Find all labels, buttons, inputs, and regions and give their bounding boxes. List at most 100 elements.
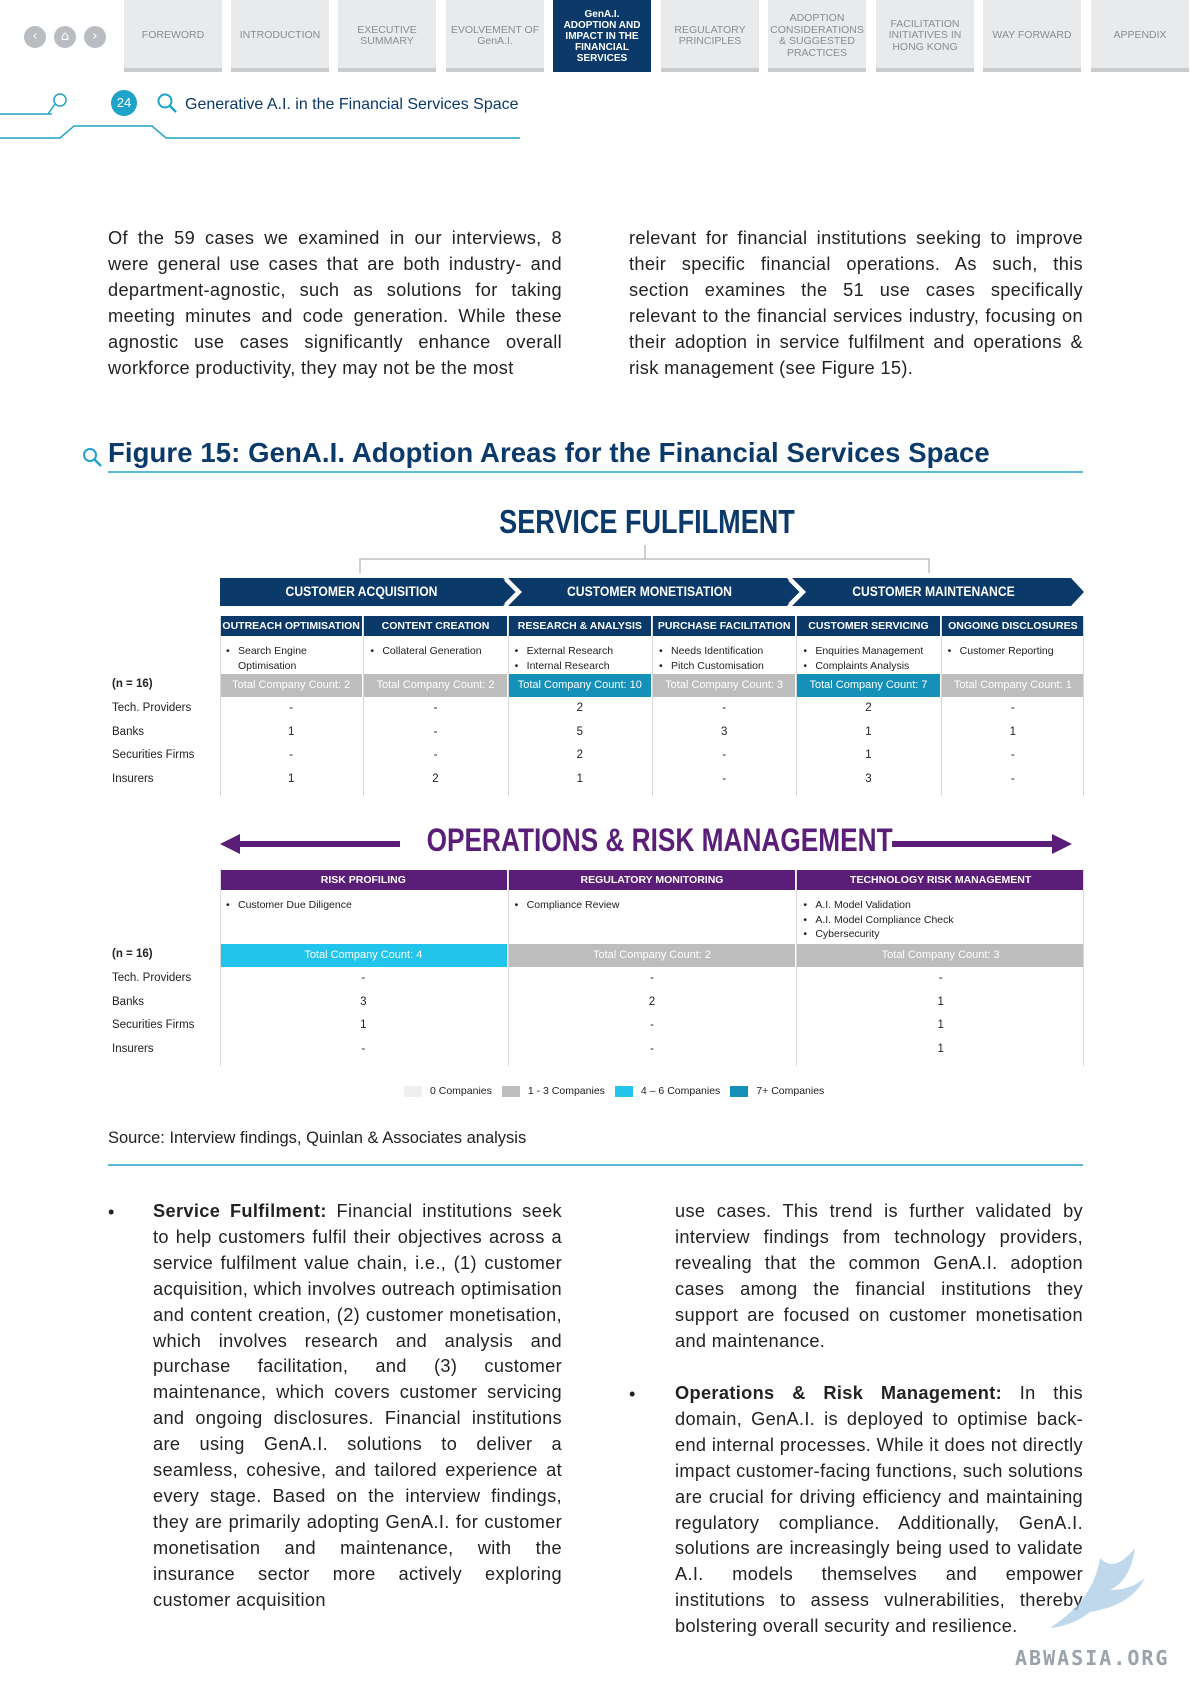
column-divider [940, 616, 942, 796]
count-cell: 2 [576, 702, 584, 714]
count-cell: 1 [865, 749, 872, 761]
stage-bracket [359, 545, 930, 573]
column-header: ONGOING DISCLOSURES [941, 616, 1084, 636]
count-cell: 3 [865, 772, 872, 785]
home-icon[interactable]: ⌂ [54, 26, 76, 48]
count-cell: - [722, 772, 727, 785]
use-case-item: Enquiries Management [801, 644, 935, 659]
count-cell: 3 [720, 725, 728, 738]
count-cell: - [1010, 702, 1015, 714]
stage-customer-monetisation: CUSTOMER MONETISATION [567, 584, 732, 599]
bullet-marker: • [629, 1384, 636, 1404]
total-count-cell: Total Company Count: 7 [797, 674, 940, 697]
use-case-item: A.I. Model Validation [801, 898, 1080, 913]
left-border [220, 616, 221, 796]
service-fulfilment-heading: Service Fulfilment: [153, 1201, 327, 1221]
use-case-item: Compliance Review [513, 898, 792, 913]
value-chain-arrow [220, 578, 1084, 606]
count-cell: - [433, 702, 438, 714]
arrow-left-icon [220, 834, 400, 854]
arrow-right-icon [892, 834, 1072, 854]
use-case-list: Needs IdentificationPitch Customisation [657, 644, 791, 673]
count-cell: - [433, 749, 438, 761]
column-header: PURCHASE FACILITATION [653, 616, 796, 636]
tab-evolvement-of-gena-i[interactable]: EVOLVEMENT OF GenA.I. [446, 0, 544, 72]
tab-adoption-considerations-suggested-practices[interactable]: ADOPTION CONSIDERATIONS & SUGGESTED PRAC… [768, 0, 866, 72]
use-case-item: Complaints Analysis [801, 659, 935, 674]
figure-title-rule [108, 471, 1083, 473]
tab-foreword[interactable]: FOREWORD [124, 0, 222, 72]
header-decoration [0, 93, 520, 139]
n-label: (n = 16) [112, 948, 153, 960]
tab-regulatory-principles[interactable]: REGULATORY PRINCIPLES [661, 0, 759, 72]
count-cell: 1 [937, 1042, 944, 1055]
count-cell: - [722, 749, 727, 761]
count-cell: - [433, 725, 438, 738]
bird-logo-icon [1050, 1548, 1145, 1628]
tab-introduction[interactable]: INTRODUCTION [231, 0, 329, 72]
chevron-right-icon[interactable]: › [84, 26, 106, 48]
column-header: RISK PROFILING [220, 870, 507, 890]
operations-heading: Operations & Risk Management: [675, 1383, 1003, 1403]
tab-facilitation-initiatives-in-hong-kong[interactable]: FACILITATION INITIATIVES IN HONG KONG [876, 0, 974, 72]
total-count-cell: Total Company Count: 3 [797, 944, 1084, 967]
figure-source: Source: Interview findings, Quinlan & As… [108, 1129, 527, 1147]
intro-left-column: Of the 59 cases we examined in our inter… [108, 228, 562, 378]
legend-label: 1 - 3 Companies [527, 1085, 605, 1097]
use-case-item: A.I. Model Compliance Check [801, 913, 1080, 928]
use-case-item: Cybersecurity [801, 927, 1080, 942]
total-count-cell: Total Company Count: 4 [220, 944, 507, 967]
use-case-item: Collateral Generation [368, 644, 502, 659]
legend-swatch [404, 1085, 422, 1097]
column-divider [796, 616, 798, 796]
count-cell: - [289, 702, 294, 714]
stage-customer-maintenance: CUSTOMER MAINTENANCE [852, 584, 1015, 599]
right-border [1083, 616, 1084, 796]
left-border [220, 870, 221, 1066]
chevron-left-icon[interactable]: ‹ [24, 26, 46, 48]
use-case-list: Customer Reporting [946, 644, 1080, 659]
operations-text: In this domain, GenA.I. is deployed to o… [675, 1383, 1084, 1637]
count-cell: 1 [1009, 725, 1017, 738]
tab-executive-summary[interactable]: EXECUTIVE SUMMARY [338, 0, 436, 72]
row-label-tech-providers: Tech. Providers [112, 972, 192, 984]
n-label: (n = 16) [112, 678, 153, 690]
service-fulfilment-title: SERVICE FULFILMENT [499, 503, 795, 540]
count-cell: - [722, 702, 727, 714]
count-cell: - [289, 749, 294, 761]
use-case-list: Collateral Generation [368, 644, 502, 659]
use-case-item: Search Engine Optimisation [224, 644, 358, 673]
row-label-tech-providers: Tech. Providers [112, 702, 192, 714]
tab-appendix[interactable]: APPENDIX [1091, 0, 1189, 72]
column-divider [652, 616, 653, 796]
watermark-text: ABWASIA.ORG [1015, 1646, 1170, 1670]
figure-title: Figure 15: GenA.I. Adoption Areas for th… [108, 437, 990, 468]
column-header: OUTREACH OPTIMISATION [220, 616, 363, 636]
tab-gena-i-adoption-and-impact-in-the-financial-services[interactable]: GenA.I. ADOPTION AND IMPACT IN THE FINAN… [553, 0, 651, 72]
count-cell: - [1010, 772, 1015, 785]
magnifier-icon [83, 448, 102, 467]
right-border [1083, 870, 1084, 1066]
count-cell: 3 [360, 995, 367, 1008]
total-count-cell: Total Company Count: 10 [508, 674, 651, 697]
column-header: REGULATORY MONITORING [508, 870, 796, 890]
use-case-item: Customer Reporting [946, 644, 1080, 659]
use-case-list: External ResearchInternal Research [513, 644, 647, 673]
legend-label: 7+ Companies [756, 1085, 825, 1097]
column-divider [507, 616, 509, 796]
count-cell: 2 [432, 772, 439, 785]
count-cell: - [650, 1042, 654, 1055]
column-divider [507, 870, 509, 1066]
use-case-list: A.I. Model ValidationA.I. Model Complian… [801, 898, 1080, 942]
count-cell: - [650, 1019, 654, 1031]
column-divider [796, 870, 798, 1066]
count-cell: 2 [648, 995, 656, 1008]
count-cell: 1 [865, 725, 872, 738]
tab-way-forward[interactable]: WAY FORWARD [983, 0, 1081, 72]
column-header: TECHNOLOGY RISK MANAGEMENT [797, 870, 1084, 890]
count-cell: 1 [360, 1019, 367, 1031]
use-case-item: Needs Identification [657, 644, 791, 659]
count-cell: 1 [287, 772, 295, 785]
total-count-cell: Total Company Count: 2 [220, 674, 363, 697]
